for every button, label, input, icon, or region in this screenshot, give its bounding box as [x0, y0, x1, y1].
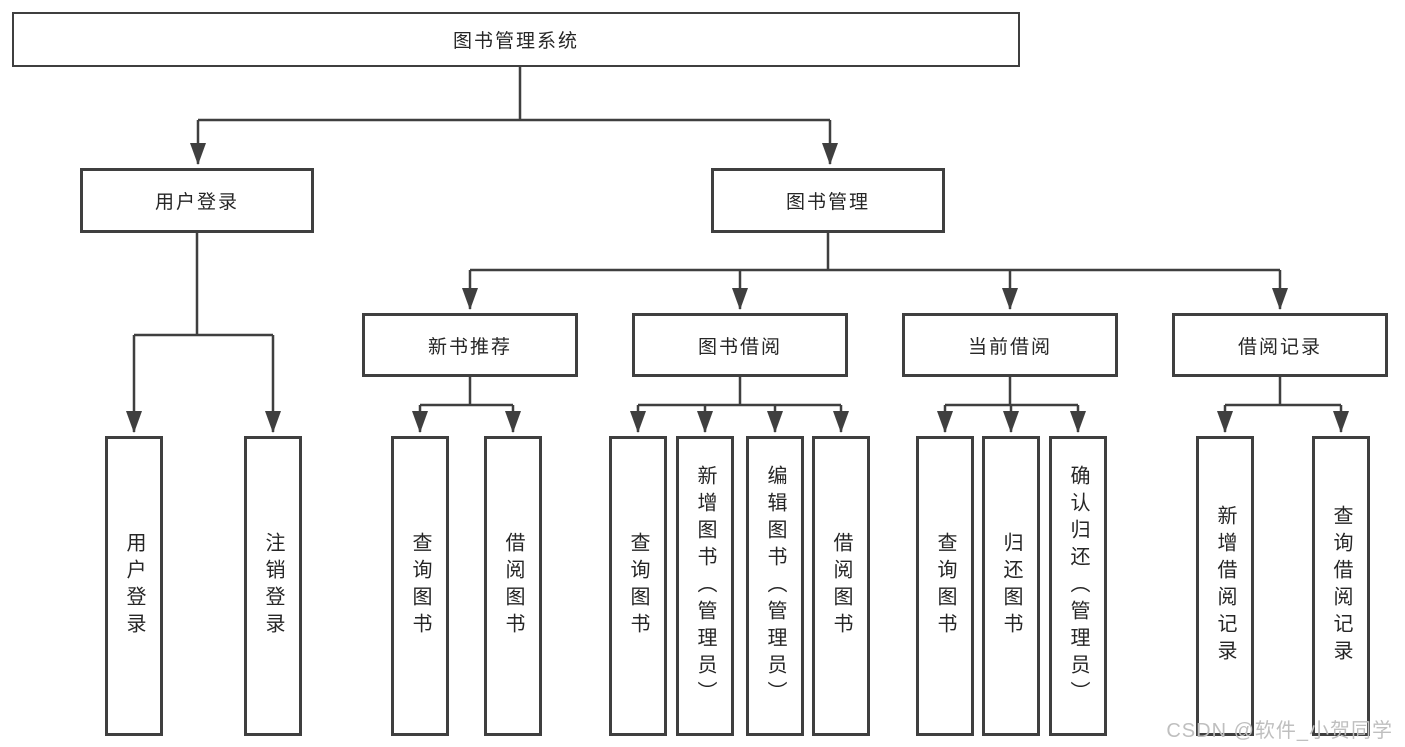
leaf-logout-label: 注销登录 — [262, 532, 284, 640]
leaf-user-login: 用户登录 — [105, 436, 163, 736]
leaf-add-book-admin: 新增图书（管理员） — [676, 436, 734, 736]
connector-book-borrow-split — [638, 377, 841, 407]
leaf-query-books-current-label: 查询图书 — [934, 532, 956, 640]
leaf-query-books-borrow: 查询图书 — [609, 436, 667, 736]
connector-book-mgmt-split — [470, 233, 1280, 272]
node-book-management: 图书管理 — [711, 168, 945, 233]
leaf-query-borrow-record: 查询借阅记录 — [1312, 436, 1370, 736]
leaf-query-books-current: 查询图书 — [916, 436, 974, 736]
leaf-edit-book-admin-label: 编辑图书（管理员） — [764, 464, 786, 708]
leaf-add-book-admin-label: 新增图书（管理员） — [694, 464, 716, 708]
leaf-user-login-label: 用户登录 — [123, 532, 145, 640]
leaf-return-book-label: 归还图书 — [1000, 532, 1022, 640]
node-root: 图书管理系统 — [12, 12, 1020, 67]
leaf-add-borrow-record: 新增借阅记录 — [1196, 436, 1254, 736]
leaf-query-books-recommend-label: 查询图书 — [409, 532, 431, 640]
node-current-borrow-label: 当前借阅 — [967, 336, 1052, 358]
leaf-query-books-borrow-label: 查询图书 — [627, 532, 649, 640]
node-user-login: 用户登录 — [80, 168, 314, 233]
leaf-borrow-books-label: 借阅图书 — [830, 532, 852, 640]
leaf-borrow-books-recommend-label: 借阅图书 — [502, 532, 524, 640]
leaf-confirm-return-admin: 确认归还（管理员） — [1049, 436, 1107, 736]
leaf-confirm-return-admin-label: 确认归还（管理员） — [1067, 464, 1089, 708]
leaf-query-books-recommend: 查询图书 — [391, 436, 449, 736]
leaf-logout: 注销登录 — [244, 436, 302, 736]
connector-new-book-split — [420, 377, 513, 407]
leaf-query-borrow-record-label: 查询借阅记录 — [1330, 505, 1352, 667]
connector-root-split — [198, 66, 830, 122]
node-book-borrow: 图书借阅 — [632, 313, 848, 377]
node-new-book-recommend: 新书推荐 — [362, 313, 578, 377]
connector-user-login-split — [134, 233, 273, 337]
leaf-borrow-books-recommend: 借阅图书 — [484, 436, 542, 736]
node-current-borrow: 当前借阅 — [902, 313, 1118, 377]
node-user-login-label: 用户登录 — [154, 192, 239, 213]
csdn-watermark: CSDN @软件_小贺同学 — [1166, 720, 1393, 742]
node-new-book-recommend-label: 新书推荐 — [427, 336, 512, 358]
connector-borrow-records-split — [1225, 377, 1341, 407]
node-root-label: 图书管理系统 — [452, 31, 579, 52]
node-borrow-records: 借阅记录 — [1172, 313, 1388, 377]
leaf-borrow-books: 借阅图书 — [812, 436, 870, 736]
node-book-management-label: 图书管理 — [785, 192, 870, 213]
connector-current-borrow-split — [945, 377, 1078, 407]
leaf-edit-book-admin: 编辑图书（管理员） — [746, 436, 804, 736]
leaf-return-book: 归还图书 — [982, 436, 1040, 736]
leaf-add-borrow-record-label: 新增借阅记录 — [1214, 505, 1236, 667]
node-borrow-records-label: 借阅记录 — [1237, 336, 1322, 358]
node-book-borrow-label: 图书借阅 — [697, 336, 782, 358]
